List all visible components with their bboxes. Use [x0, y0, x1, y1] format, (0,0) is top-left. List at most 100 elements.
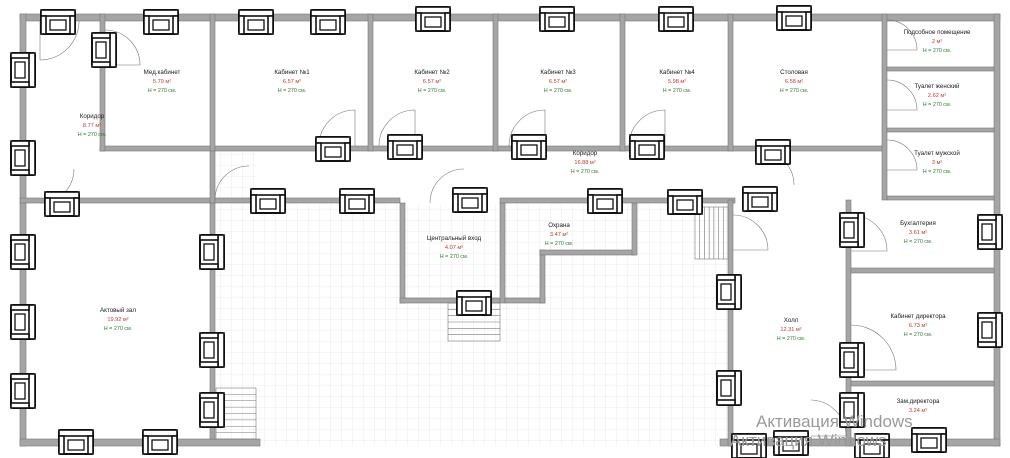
room-height: H = 270 см. [148, 88, 176, 94]
room-name: Кабинет №4 [659, 69, 695, 76]
room-area: 3.61 м² [909, 230, 927, 236]
armchair-icon [10, 234, 36, 270]
armchair-icon [199, 392, 225, 428]
armchair-icon [742, 186, 778, 212]
door-swing-icon [886, 79, 918, 111]
door-swing-icon [886, 139, 918, 171]
armchair-icon [142, 429, 178, 455]
armchair-icon [315, 136, 351, 162]
armchair-icon [339, 188, 375, 214]
room-name: Холл [784, 317, 799, 324]
room-height: H = 270 см. [923, 169, 951, 175]
armchair-icon [731, 433, 767, 458]
room-area: 19.92 м² [107, 317, 128, 323]
room-name: Кабинет №3 [540, 69, 576, 76]
door-swing-icon [886, 19, 918, 51]
armchair-icon [199, 332, 225, 368]
room-name: Коридор [573, 150, 598, 157]
door-swing-icon [39, 20, 80, 61]
room-area: 6.57 м² [423, 79, 441, 85]
armchair-icon [977, 214, 1003, 250]
armchair-icon [452, 187, 488, 213]
armchair-icon [238, 9, 274, 35]
room-height: H = 270 см. [78, 132, 106, 138]
armchair-icon [839, 212, 865, 248]
door-swing-icon [104, 29, 141, 66]
room-height: H = 270 см. [440, 254, 468, 260]
armchair-icon [10, 140, 36, 176]
room-height: H = 270 см. [904, 332, 932, 338]
room-height: H = 270 см. [923, 102, 951, 108]
armchair-icon [977, 312, 1003, 348]
armchair-icon [40, 9, 76, 35]
armchair-icon [839, 342, 865, 378]
room-label-k3: Кабинет №3 6.57 м² H = 270 см. [540, 69, 576, 94]
armchair-icon [587, 188, 623, 214]
room-name: Кабинет директора [890, 313, 946, 320]
room-label-zam: Зам.директора 3.24 м² [897, 398, 941, 414]
room-height: H = 270 см. [278, 88, 306, 94]
room-height: H = 270 см. [663, 88, 691, 94]
room-area: 16.88 м² [574, 160, 595, 166]
door-swing-icon [508, 109, 546, 147]
armchair-icon [10, 52, 36, 88]
armchair-icon [456, 290, 492, 316]
room-name: Подсобное помещение [904, 29, 971, 36]
armchair-icon [91, 32, 117, 68]
door-swing-icon [732, 214, 769, 251]
armchair-icon [539, 6, 575, 32]
armchair-icon [250, 188, 286, 214]
room-area: 5.98 м² [668, 79, 686, 85]
room-label-kor2: Коридор 16.88 м² H = 270 см. [571, 150, 599, 175]
room-name: Центральный вход [427, 235, 482, 242]
armchair-icon [773, 430, 809, 456]
armchair-icon [415, 6, 451, 32]
activation-watermark: Активация Windows Активация Windows [730, 412, 913, 450]
armchair-icon [143, 9, 179, 35]
staircase-icon [694, 206, 729, 260]
room-name: Зам.директора [897, 398, 941, 405]
room-name: Мед.кабинет [144, 69, 181, 76]
armchair-icon [44, 191, 80, 217]
room-area: 6.73 м² [909, 323, 927, 329]
armchair-icon [658, 6, 694, 32]
armchair-icon [911, 427, 947, 453]
armchair-icon [755, 139, 791, 165]
armchair-icon [10, 304, 36, 340]
armchair-icon [667, 189, 703, 215]
room-area: 6.57 м² [283, 79, 301, 85]
room-area: 6.58 м² [785, 79, 803, 85]
armchair-icon [776, 5, 812, 31]
room-height: H = 270 см. [904, 239, 932, 245]
room-name: Кабинет №1 [274, 69, 310, 76]
room-height: H = 270 см. [923, 48, 951, 54]
room-height: H = 270 см. [780, 88, 808, 94]
room-name: Бухгалтерия [900, 220, 936, 227]
armchair-icon [199, 234, 225, 270]
room-area: 12.31 м² [780, 327, 801, 333]
room-name: Охрана [548, 222, 570, 229]
room-area: 2.62 м² [928, 93, 946, 99]
room-height: H = 270 см. [544, 88, 572, 94]
door-swing-icon [429, 168, 465, 204]
room-height: H = 270 см. [104, 326, 132, 332]
room-height: H = 270 см. [545, 241, 573, 247]
room-area: 6.57 м² [549, 79, 567, 85]
door-swing-icon [378, 109, 416, 147]
room-height: H = 270 см. [571, 169, 599, 175]
room-area: 3.24 м² [909, 408, 927, 414]
armchair-icon [387, 134, 423, 160]
room-label-k4: Кабинет №4 5.98 м² H = 270 см. [659, 69, 695, 94]
watermark-line-1: Активация Windows [756, 412, 913, 431]
